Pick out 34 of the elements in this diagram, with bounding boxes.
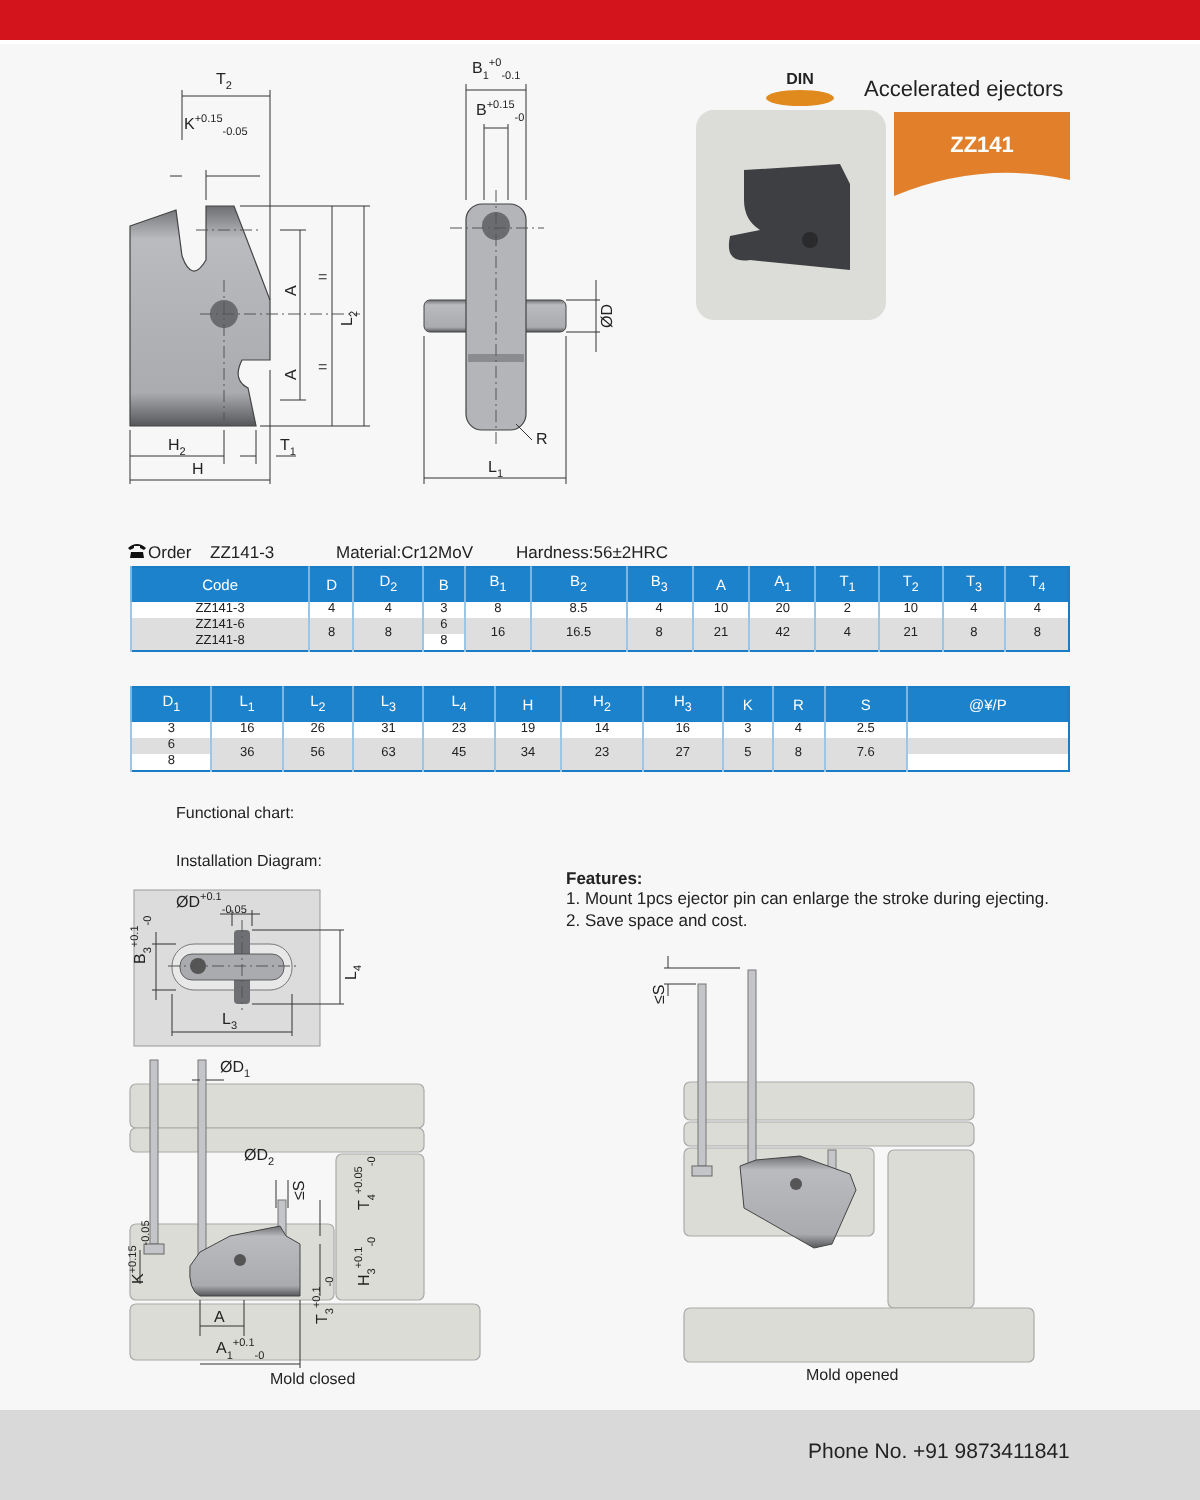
dimension-label: ØD$_{1}$ bbox=[220, 1060, 251, 1083]
drawing-caption: Mold opened bbox=[806, 1368, 899, 1384]
drawing-caption: Mold closed bbox=[270, 1372, 356, 1388]
section-label: Functional chart: bbox=[176, 806, 295, 822]
dimension-label: L$_{3}$ bbox=[222, 1012, 238, 1035]
dimension-label: L$_{1}$ bbox=[488, 460, 504, 483]
badge-text: ZZ141 bbox=[950, 134, 1014, 158]
dimension-label: ≤S bbox=[652, 984, 668, 1004]
section-title: Accelerated ejectors bbox=[864, 80, 1064, 102]
dimension-label: H$_{2}$ bbox=[168, 438, 186, 461]
material-note: Material:Cr12MoV bbox=[336, 544, 473, 561]
dimension-label: A bbox=[214, 1310, 225, 1326]
dimension-label: R bbox=[536, 432, 548, 448]
dimension-label: ØD$_{2}$ bbox=[244, 1148, 275, 1171]
equal-mark: = bbox=[318, 360, 328, 376]
hardness-note: Hardness:56±2HRC bbox=[516, 544, 669, 561]
section-label: Installation Diagram: bbox=[176, 854, 322, 870]
dimension-label: ≤S bbox=[292, 1180, 308, 1200]
equal-mark: = bbox=[318, 270, 328, 286]
feature-item: 2. Save space and cost. bbox=[566, 912, 748, 929]
dimension-label: A bbox=[284, 285, 300, 296]
dimension-label: T$_{2}$ bbox=[216, 72, 232, 95]
features-heading: Features: bbox=[566, 870, 643, 887]
dimension-label: T$_{1}$ bbox=[280, 438, 296, 461]
order-code: ZZ141-3 bbox=[210, 544, 275, 561]
standard-badge bbox=[766, 74, 834, 106]
phone-number: Phone No. +91 9873411841 bbox=[808, 1442, 1070, 1463]
badge-text: DIN bbox=[786, 69, 814, 87]
feature-item: 1. Mount 1pcs ejector pin can enlarge the stroke during ejecting. bbox=[566, 890, 1049, 907]
dimension-label: A bbox=[284, 369, 300, 380]
product-code-tab bbox=[894, 112, 1070, 196]
order-label: Order bbox=[148, 544, 192, 561]
dimension-label: ØD bbox=[600, 304, 616, 328]
dimension-label: H bbox=[192, 462, 204, 478]
